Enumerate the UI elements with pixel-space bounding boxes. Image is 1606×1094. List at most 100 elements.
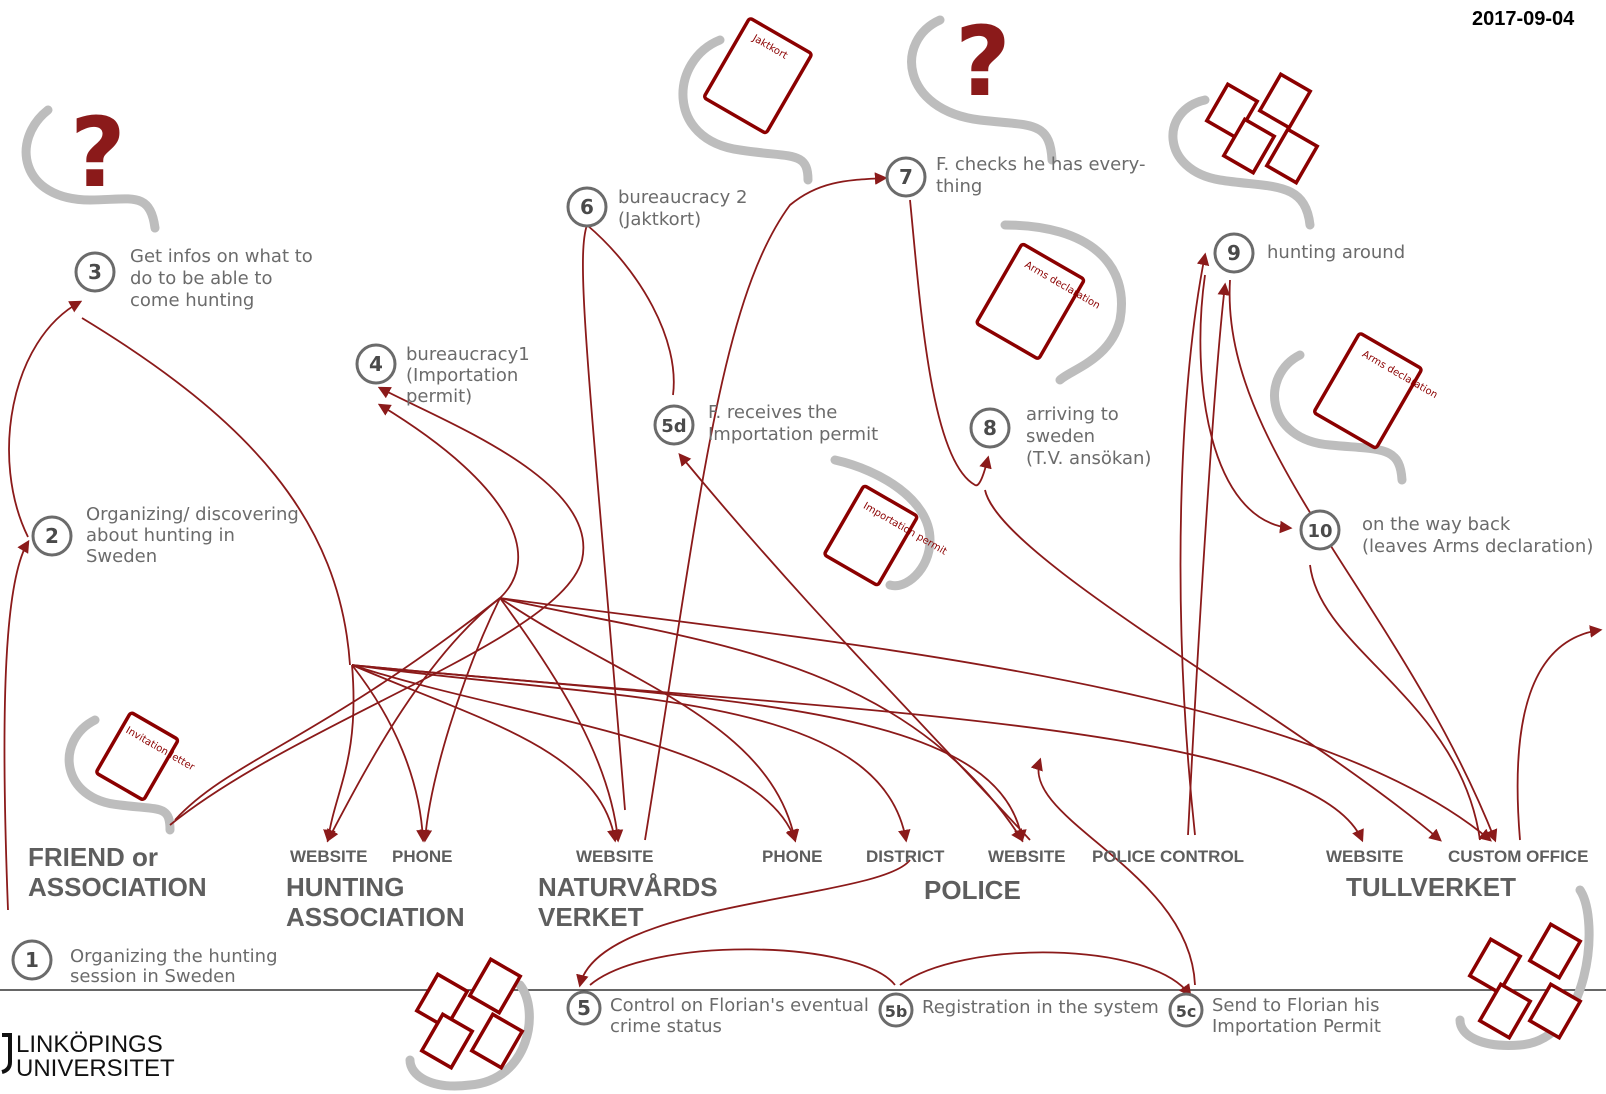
arrow-3-to-hub [81,317,351,666]
step-number-badge [1168,992,1204,1028]
step-number-badge [653,404,695,446]
step-text-line: sweden [1026,426,1095,447]
swirl-icon [1455,885,1594,1050]
arrow-5-to-5b [589,948,896,986]
arrow-8-to-custom [984,489,1442,842]
arrow-police-control-to-9 [1179,252,1210,836]
actor-friend-or-association: FRIEND or ASSOCIATION [28,842,207,902]
step-number: 6 [580,195,594,219]
step-2: 2 Organizing/ discovering about hunting … [31,504,299,567]
channel-phone: PHONE [762,847,822,866]
step-number: 4 [369,352,383,376]
actor-title-line: NATURVÅRDS [538,872,718,902]
arrow-hub-nv-phone [351,664,798,843]
arrow-nv-to-7 [644,172,888,841]
channel-website: WEBSITE [576,847,653,866]
step-4: 4 bureaucracy1 (Importation permit) [355,343,530,407]
question-mark-icon: ? [70,97,126,209]
arms-declaration-document-icon [1313,332,1423,450]
arrow-6-to-5d [586,224,675,396]
swirl-icon [21,105,160,233]
step-number-badge [355,343,397,385]
thought-swirl-step7: ? [907,6,1057,165]
step-text-line: bureaucracy 2 [618,187,747,208]
arrow-friend-to-4b [174,403,520,821]
arrow-4hub-custom-office [499,597,1492,842]
step-text-line: permit) [406,386,472,407]
step-text-line: Importation permit [708,424,878,445]
step-number: 5b [885,1002,908,1021]
step-text-line: crime status [610,1016,722,1037]
arrow-6-to-nv [582,224,626,811]
step-number-badge [74,251,116,293]
step-text-line: F. checks he has every- [936,154,1145,175]
document-stack-icon [467,956,523,1016]
thought-swirl-police-documents [405,956,534,1091]
step-number-badge [878,992,914,1028]
step-5d: 5d F. receives the Importation permit [653,402,878,446]
step-1: 1 Organizing the hunting session in Swed… [11,939,278,987]
arrow-police-control-to-9b [1187,282,1231,836]
channel-custom-office: CUSTOM OFFICE [1448,847,1588,866]
document-stack-icon [1257,71,1313,131]
step-text-line: on the way back [1362,514,1511,535]
question-mark-icon: ? [955,6,1011,118]
arrow-custom-out [1516,625,1603,841]
step-number-badge [11,939,53,981]
step-number: 7 [899,165,913,189]
swirl-icon [907,15,1057,165]
actor-police: DISTRICT WEBSITE POLICE CONTROL POLICE [866,847,1244,905]
swirl-icon [678,35,813,185]
step-7: 7 F. checks he has every- thing [885,154,1145,198]
arrow-5b-to-5c [899,951,1192,998]
swirl-icon [1270,350,1407,485]
arrow-hub-police-website [351,664,1027,843]
actor-title-line: TULLVERKET [1346,872,1516,902]
step-number: 5d [661,416,686,437]
thought-swirl-custom-documents [1455,885,1594,1050]
step-text-line: bureaucracy1 [406,344,530,365]
thought-swirl-importation: Importation permit [823,455,949,591]
step-text-line: (Jaktkort) [618,209,701,230]
arrow-4hub-hunting-phone [419,597,501,843]
swirl-icon [1168,95,1315,230]
logo-line1: LINKÖPINGS [16,1031,163,1058]
thought-swirl-invitation: Invitation letter [64,711,197,835]
step-number: 1 [25,948,39,972]
step-text-line: Get infos on what to [130,246,313,267]
arrow-hub-hunting-website [323,664,355,843]
arrow-police-to-5d [678,453,1031,841]
step-number: 5c [1176,1002,1197,1021]
step-number: 8 [983,416,997,440]
document-stack-icon [1527,921,1583,981]
step-text-line: Importation Permit [1212,1016,1381,1037]
logo-line2: UNIVERSITET [16,1055,175,1082]
arrow-4hub-hunting-website [326,597,501,843]
arrow-1-to-2 [3,539,30,911]
document-stack-icon [1221,116,1277,176]
importation-permit-document-icon [823,484,919,587]
document-stack-icon [419,1011,475,1071]
channel-police-control: POLICE CONTROL [1092,847,1244,866]
swirl-icon [1000,220,1126,385]
thought-swirl-jaktkort: Jaktkort [678,17,813,185]
university-logo: LINKÖPINGS UNIVERSITET [1,1031,175,1082]
step-text-line: session in Sweden [70,966,236,987]
step-number-badge [885,156,927,198]
step-8: 8 arriving to sweden (T.V. ansökan) [969,404,1151,469]
step-number-badge [1299,509,1341,551]
document-stack-icon [469,1011,525,1071]
swirl-icon [830,455,935,591]
arrow-district-to-5 [576,859,911,988]
step-5: 5 Control on Florian's eventual crime st… [566,990,869,1037]
document-stack-icon [414,971,470,1031]
step-text-line: Send to Florian his [1212,995,1380,1016]
step-text-line: (leaves Arms declaration) [1362,536,1593,557]
actor-title-line: VERKET [538,902,644,932]
channel-website: WEBSITE [1326,847,1403,866]
arrow-10-to-custom [1309,564,1481,841]
arrow-hub-police-district [351,664,911,843]
arrow-hub-tull-website [351,664,1364,843]
actor-title-line: ASSOCIATION [286,902,465,932]
